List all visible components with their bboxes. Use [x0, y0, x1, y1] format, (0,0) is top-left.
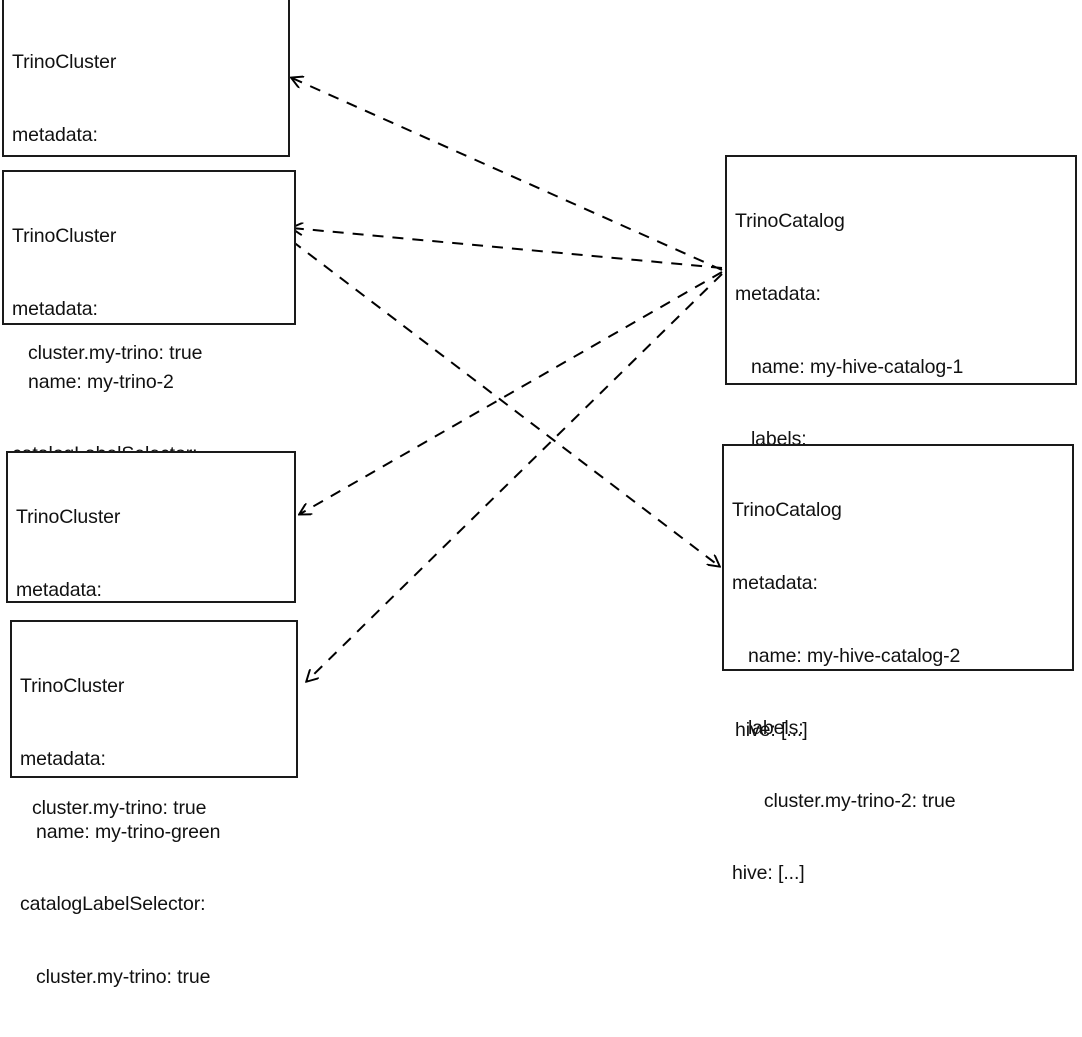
node-line: hive: [...] [732, 862, 805, 885]
node-line: TrinoCatalog [735, 210, 845, 233]
node-trinocatalog-my-hive-catalog-2[interactable]: TrinoCatalog metadata: name: my-hive-cat… [722, 444, 1074, 884]
node-line: catalogLabelSelector: [20, 893, 206, 916]
diagram-canvas: TrinoCluster metadata: name: my-trino ca… [2, 0, 1077, 988]
node-line: metadata: [16, 579, 102, 602]
node-line: TrinoCluster [20, 675, 125, 698]
edge-catalog1-to-my-trino [292, 78, 723, 271]
node-trinocluster-my-trino-2[interactable]: TrinoCluster metadata: name: my-trino-2 … [2, 170, 296, 538]
node-trinocatalog-my-hive-catalog-1[interactable]: TrinoCatalog metadata: name: my-hive-cat… [725, 155, 1077, 741]
node-line: labels: [732, 717, 804, 740]
edge-catalog1-to-my-trino-2 [292, 228, 723, 269]
node-line: TrinoCluster [12, 225, 117, 248]
node-line: cluster.my-trino: true [20, 965, 211, 988]
node-line: name: my-trino-2 [12, 370, 174, 393]
edge-my-trino-2-to-catalog2 [291, 240, 719, 566]
node-line: name: my-hive-catalog-1 [735, 355, 964, 378]
node-line: cluster.my-trino-2: true [732, 789, 956, 812]
node-line: metadata: [732, 572, 818, 595]
node-trinocluster-my-trino[interactable]: TrinoCluster metadata: name: my-trino ca… [2, 0, 290, 364]
node-line: TrinoCluster [16, 506, 121, 529]
node-line: cluster.my-trino: true [12, 341, 203, 364]
node-line: name: my-trino-green [20, 820, 221, 843]
node-line: metadata: [12, 298, 98, 321]
node-line: hive: [...] [735, 718, 808, 741]
node-line: TrinoCluster [12, 51, 117, 74]
node-trinocluster-my-trino-blue[interactable]: TrinoCluster metadata: name: my-trino-bl… [6, 451, 296, 819]
node-line: TrinoCatalog [732, 499, 842, 522]
node-body: TrinoCatalog metadata: name: my-hive-cat… [724, 446, 1072, 934]
edge-catalog1-to-my-trino-blue [300, 271, 723, 514]
node-line: metadata: [12, 124, 98, 147]
node-trinocluster-my-trino-green[interactable]: TrinoCluster metadata: name: my-trino-gr… [10, 620, 298, 988]
node-body: TrinoCluster metadata: name: my-trino-gr… [12, 622, 296, 1037]
node-line: metadata: [20, 748, 106, 771]
node-line: name: my-hive-catalog-2 [732, 644, 961, 667]
edge-catalog1-to-my-trino-green [307, 273, 723, 681]
node-line: metadata: [735, 283, 821, 306]
